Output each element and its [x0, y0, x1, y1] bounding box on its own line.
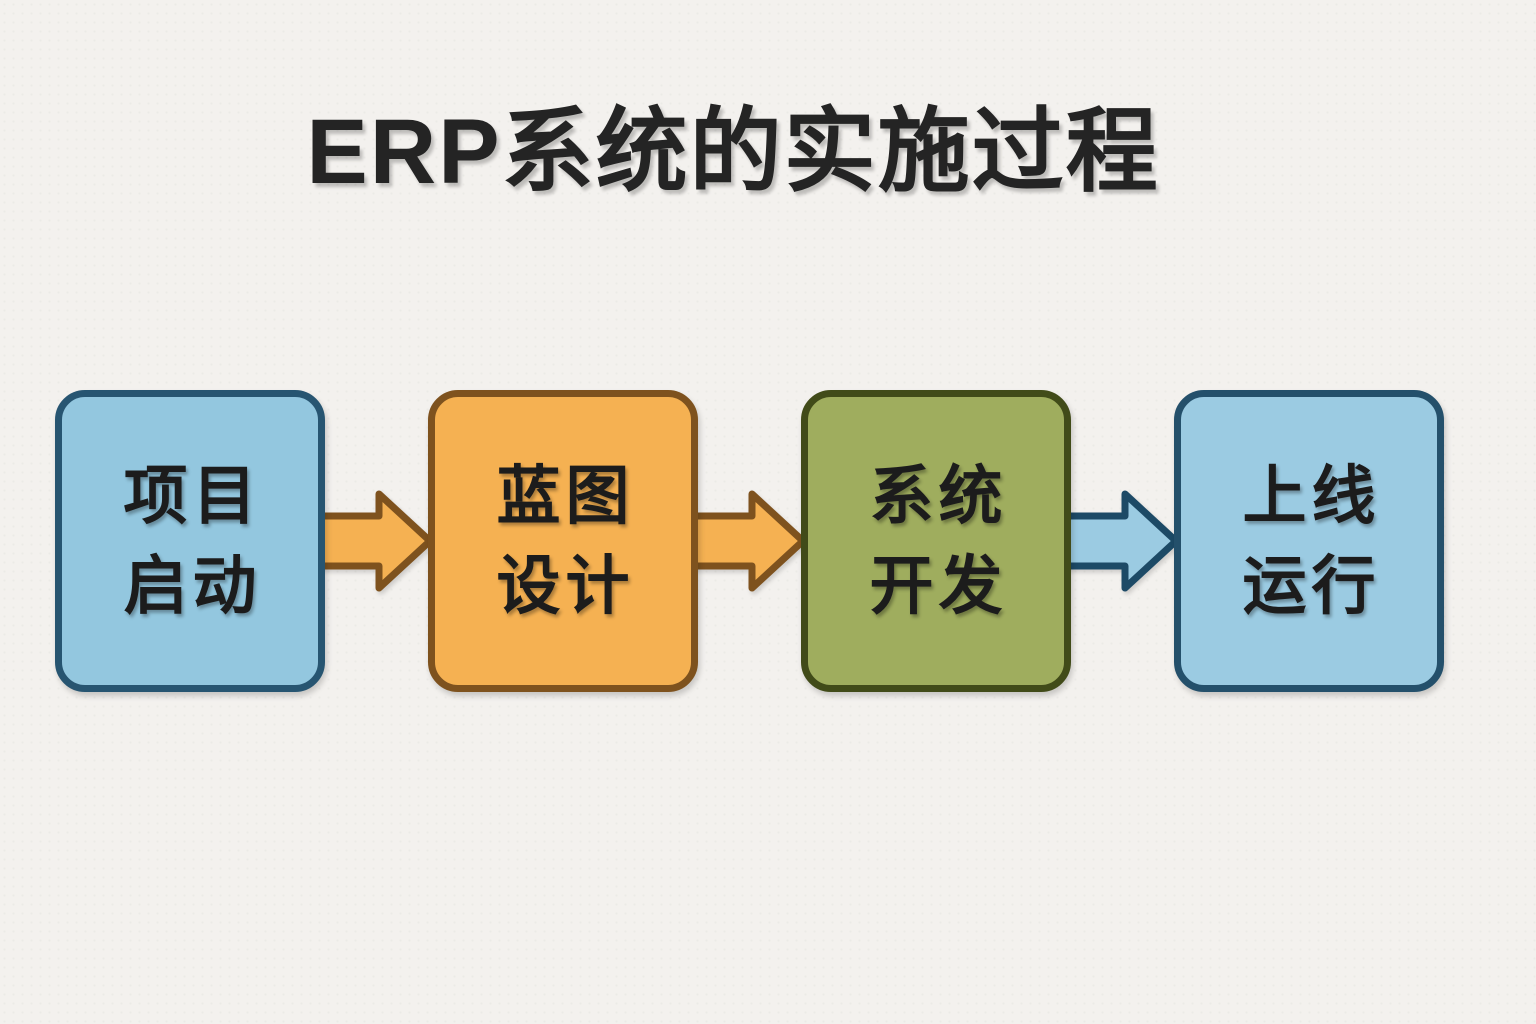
- arrow-right-icon: [692, 490, 807, 592]
- step-box-blueprint-design: 蓝图 设计: [428, 390, 698, 692]
- step-label-line: 开发: [869, 550, 1008, 622]
- process-flow: 项目 启动 蓝图 设计 系统 开发 上线 运行: [55, 390, 1444, 692]
- step-box-system-development: 系统 开发: [801, 390, 1071, 692]
- arrow-right-icon: [1065, 490, 1180, 592]
- step-label-line: 项目: [123, 460, 262, 532]
- step-label-line: 启动: [123, 550, 262, 622]
- step-box-project-launch: 项目 启动: [55, 390, 325, 692]
- page-title: ERP系统的实施过程: [306, 101, 1160, 203]
- arrow-right-icon: [319, 490, 434, 592]
- step-label-line: 上线: [1242, 460, 1381, 532]
- step-label-line: 系统: [869, 460, 1008, 532]
- step-label-line: 设计: [496, 550, 635, 622]
- step-label-line: 运行: [1242, 550, 1381, 622]
- step-label-line: 蓝图: [496, 460, 635, 532]
- step-box-go-live: 上线 运行: [1174, 390, 1444, 692]
